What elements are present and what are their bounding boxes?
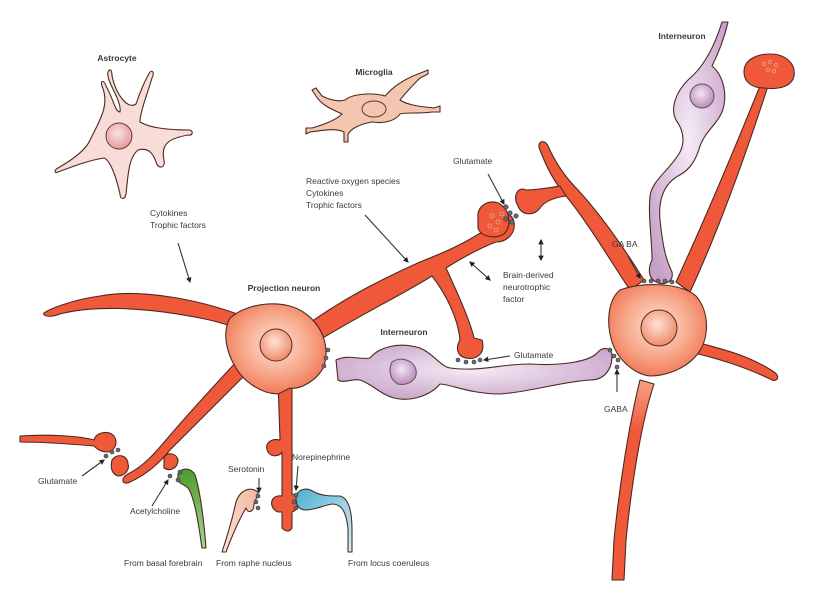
source-raphe-nucleus: From raphe nucleus — [216, 558, 292, 568]
interneuron-top-label: Interneuron — [658, 31, 705, 41]
vesicles-norepinephrine — [291, 492, 299, 511]
glutamate-middle-label: Glutamate — [514, 350, 553, 360]
interneuron-middle-label: Interneuron — [380, 327, 427, 337]
source-locus-coeruleus: From locus coeruleus — [348, 558, 429, 568]
projection-neuron-label: Projection neuron — [248, 283, 321, 293]
vesicles-glutamate-left — [103, 447, 121, 459]
vesicles-glutamate-middle — [455, 357, 483, 365]
axon-spine — [163, 453, 179, 471]
source-basal-forebrain: From basal forebrain — [124, 558, 203, 568]
arrow-gaba-top — [627, 255, 641, 279]
arrow-glutamate-left — [81, 459, 105, 477]
acetylcholine-label: Acetylcholine — [130, 506, 180, 516]
norepinephrine-label: Norepinephrine — [292, 452, 350, 462]
microglia — [305, 69, 441, 143]
noradrenergic-terminal — [295, 488, 353, 553]
astrocyte-label: Astrocyte — [97, 53, 136, 63]
glia-signals-center-line3: Trophic factors — [306, 200, 362, 210]
arrow-bdnf-diagonal — [469, 261, 491, 281]
bdnf-label-line3: factor — [503, 294, 524, 304]
arrow-microglia-to-axon — [364, 214, 409, 263]
arrow-norepinephrine — [293, 465, 300, 492]
glia-signals-center-line2: Cytokines — [306, 188, 343, 198]
serotonin-label: Serotonin — [228, 464, 265, 474]
vesicles-soma-left — [321, 347, 331, 369]
microglia-label: Microglia — [355, 67, 393, 77]
gaba-right-label: GABA — [604, 404, 628, 414]
glia-signals-left-line1: Cytokines — [150, 208, 187, 218]
cholinergic-terminal — [177, 468, 207, 549]
arrow-glutamate-middle — [482, 355, 511, 363]
bdnf-label-line1: Brain-derived — [503, 270, 554, 280]
postsynaptic-neuron — [515, 53, 795, 581]
vesicles-top-right — [761, 59, 779, 74]
vesicles-top-bouton — [487, 211, 505, 233]
vesicles-serotonin — [253, 493, 261, 511]
arrow-acetylcholine — [151, 479, 169, 507]
vesicles-gaba-right — [607, 347, 621, 370]
glutamate-input-terminal — [19, 431, 129, 477]
glutamate-top-label: Glutamate — [453, 156, 492, 166]
glia-signals-center-line1: Reactive oxygen species — [306, 176, 400, 186]
bdnf-label-line2: neurotrophic — [503, 282, 551, 292]
interneuron-top — [648, 21, 729, 285]
glutamate-left-label: Glutamate — [38, 476, 77, 486]
astrocyte — [54, 69, 193, 200]
arrow-glia-to-dendrite — [177, 242, 192, 284]
gaba-top-label: GA BA — [612, 239, 638, 249]
arrow-glutamate-top — [487, 173, 505, 205]
vesicles-glutamate-top — [503, 204, 519, 225]
vesicles-acetylcholine — [167, 469, 183, 483]
vesicles-gaba-top — [641, 278, 675, 285]
serotonergic-terminal — [221, 488, 259, 553]
glia-signals-left-line2: Trophic factors — [150, 220, 206, 230]
